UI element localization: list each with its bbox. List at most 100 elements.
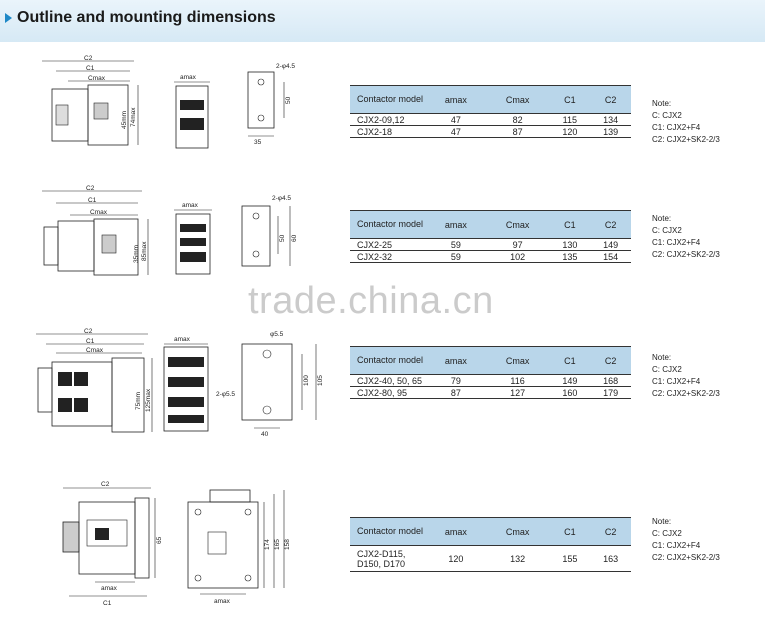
notes-line: C1: CJX2+F4 [652, 377, 701, 386]
notes-block-4: Note: C: CJX2 C1: CJX2+F4 C2: CJX2+SK2-2… [652, 516, 720, 564]
cell-amax: 120 [426, 545, 486, 572]
cell-c1: 149 [549, 374, 591, 387]
table-row: CJX2-D115, D150, D170 120 132 155 163 [350, 545, 631, 572]
col-header-c2: C2 [590, 85, 631, 114]
col-header-amax: amax [426, 210, 486, 239]
notes-line: C2: CJX2+SK2-2/3 [652, 250, 720, 259]
cell-c2: 179 [590, 386, 631, 399]
dim-label-hole: 2-φ4.5 [272, 195, 291, 202]
cell-c2: 168 [590, 374, 631, 387]
table-row: CJX2-32 59 102 135 154 [350, 250, 631, 263]
dim-label-c2: C2 [101, 481, 110, 488]
col-header-c1: C1 [549, 346, 591, 375]
dim-label-b: 50 [285, 96, 292, 104]
front-view-drawing-2: C2 C1 Cmax 85max 35mm [38, 185, 163, 280]
col-header-c2: C2 [590, 346, 631, 375]
cell-model: CJX2-32 [350, 250, 426, 263]
cell-cmax: 132 [485, 545, 550, 572]
col-header-cmax: Cmax [485, 210, 550, 239]
notes-line: C1: CJX2+F4 [652, 238, 701, 247]
triangle-bullet-icon [5, 13, 12, 23]
cell-c1: 155 [549, 545, 591, 572]
col-header-cmax: Cmax [485, 517, 550, 546]
notes-title: Note: [652, 517, 672, 526]
cell-cmax: 127 [485, 386, 550, 399]
col-header-model: Contactor model [350, 517, 426, 546]
notes-block-1: Note: C: CJX2 C1: CJX2+F4 C2: CJX2+SK2-2… [652, 98, 720, 146]
cell-c1: 160 [549, 386, 591, 399]
col-header-amax: amax [426, 517, 486, 546]
col-header-c1: C1 [549, 517, 591, 546]
dim-label-amax: amax [214, 598, 231, 605]
spec-table-1: Contactor model amax Cmax C1 C2 CJX2-09,… [350, 85, 631, 138]
cell-cmax: 82 [485, 113, 550, 126]
col-header-amax: amax [426, 85, 486, 114]
col-header-model: Contactor model [350, 85, 426, 114]
dim-label-amax: amax [174, 336, 191, 343]
dim-label-amax: amax [182, 202, 199, 209]
dim-label-c2: C2 [86, 185, 95, 192]
cell-model: CJX2-80, 95 [350, 386, 426, 399]
header-bar: Outline and mounting dimensions [0, 0, 765, 42]
dim-label-c: 60 [291, 234, 298, 242]
notes-line: C: CJX2 [652, 529, 682, 538]
spec-table-2: Contactor model amax Cmax C1 C2 CJX2-25 … [350, 210, 631, 263]
cell-model: CJX2-18 [350, 125, 426, 138]
cell-c2: 149 [590, 238, 631, 251]
dim-label-c2: C2 [84, 328, 93, 335]
mounting-view-drawing-2: 2-φ4.5 50 60 [236, 192, 301, 277]
dim-label-b: 50 [279, 234, 286, 242]
notes-line: C: CJX2 [652, 226, 682, 235]
mounting-view-drawing-1: 2-φ4.5 50 35 [240, 62, 300, 152]
cell-c1: 130 [549, 238, 591, 251]
cell-amax: 47 [426, 125, 486, 138]
notes-title: Note: [652, 99, 672, 108]
page-title: Outline and mounting dimensions [17, 9, 276, 26]
notes-line: C: CJX2 [652, 111, 682, 120]
col-header-model: Contactor model [350, 210, 426, 239]
dim-label-b: 174 [264, 539, 271, 550]
cell-model: CJX2-40, 50, 65 [350, 374, 426, 387]
notes-line: C2: CJX2+SK2-2/3 [652, 389, 720, 398]
dim-label-rail: 45mm [121, 111, 128, 129]
cell-amax: 79 [426, 374, 486, 387]
col-header-c2: C2 [590, 517, 631, 546]
dim-label-b: 100 [303, 375, 310, 386]
notes-line: C2: CJX2+SK2-2/3 [652, 553, 720, 562]
cell-cmax: 102 [485, 250, 550, 263]
col-header-c1: C1 [549, 85, 591, 114]
side-view-drawing-1: amax [170, 72, 215, 152]
dim-label-holes: 2-φ5.5 [216, 391, 235, 398]
watermark: trade.china.cn [248, 280, 494, 322]
cell-model: CJX2-25 [350, 238, 426, 251]
col-header-amax: amax [426, 346, 486, 375]
cell-c2: 134 [590, 113, 631, 126]
cell-c2: 154 [590, 250, 631, 263]
dim-label-hole: 2-φ4.5 [276, 63, 295, 70]
notes-line: C2: CJX2+SK2-2/3 [652, 135, 720, 144]
notes-title: Note: [652, 353, 672, 362]
col-header-c1: C1 [549, 210, 591, 239]
dim-label-c: 165 [274, 539, 281, 550]
dim-label-amax: amax [101, 585, 118, 592]
dim-label-c1: C1 [88, 197, 97, 204]
mounting-view-drawing-4: 174 165 158 amax [180, 486, 290, 606]
dim-label-d: 158 [284, 539, 290, 550]
cell-model: CJX2-D115, D150, D170 [350, 545, 426, 572]
dim-label-rail: 75mm [135, 392, 142, 410]
dim-label-amax: amax [180, 74, 197, 81]
cell-amax: 47 [426, 113, 486, 126]
dim-label-hole: φ5.5 [270, 331, 284, 338]
cell-c1: 120 [549, 125, 591, 138]
notes-title: Note: [652, 214, 672, 223]
mounting-view-drawing-3: φ5.5 2-φ5.5 100 105 40 [214, 328, 329, 438]
cell-cmax: 116 [485, 374, 550, 387]
dim-label-c1: C1 [86, 65, 95, 72]
table-row: CJX2-25 59 97 130 149 [350, 238, 631, 251]
dim-label-c: 35 [254, 139, 262, 146]
dim-label-height: 125max [145, 388, 152, 412]
dim-label-cmax: Cmax [90, 209, 108, 216]
col-header-cmax: Cmax [485, 346, 550, 375]
front-view-drawing-4: C2 65 amax C1 [55, 478, 165, 608]
dim-label-cmax: Cmax [86, 347, 104, 354]
